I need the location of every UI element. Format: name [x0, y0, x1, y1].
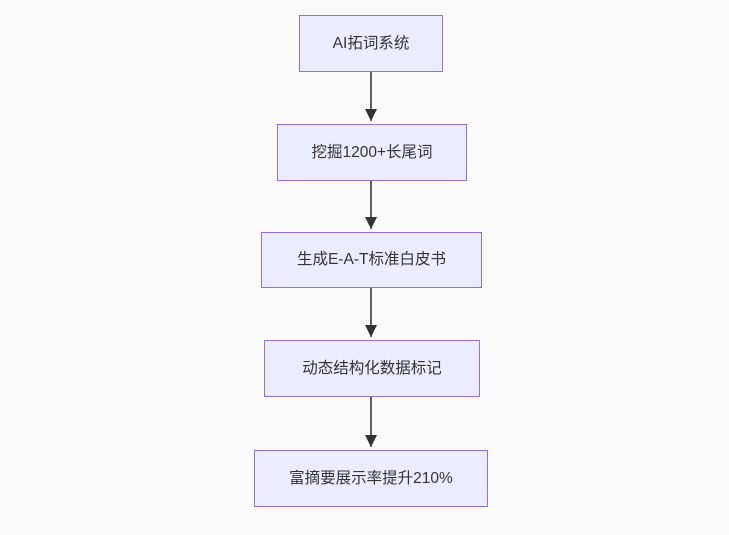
flow-node-label: 动态结构化数据标记: [302, 359, 442, 377]
flow-node-label: 挖掘1200+长尾词: [311, 143, 433, 161]
flow-node-rich-snippet-result: 富摘要展示率提升210%: [254, 450, 488, 507]
flow-node-ai-expansion-system: AI拓词系统: [299, 15, 443, 72]
flow-node-eat-whitepaper: 生成E-A-T标准白皮书: [261, 232, 482, 288]
flow-node-label: 富摘要展示率提升210%: [289, 469, 453, 487]
flow-node-structured-data-markup: 动态结构化数据标记: [264, 340, 480, 397]
flow-node-label: 生成E-A-T标准白皮书: [297, 251, 446, 269]
flow-node-longtail-mining: 挖掘1200+长尾词: [277, 124, 467, 181]
flow-node-label: AI拓词系统: [332, 34, 410, 52]
